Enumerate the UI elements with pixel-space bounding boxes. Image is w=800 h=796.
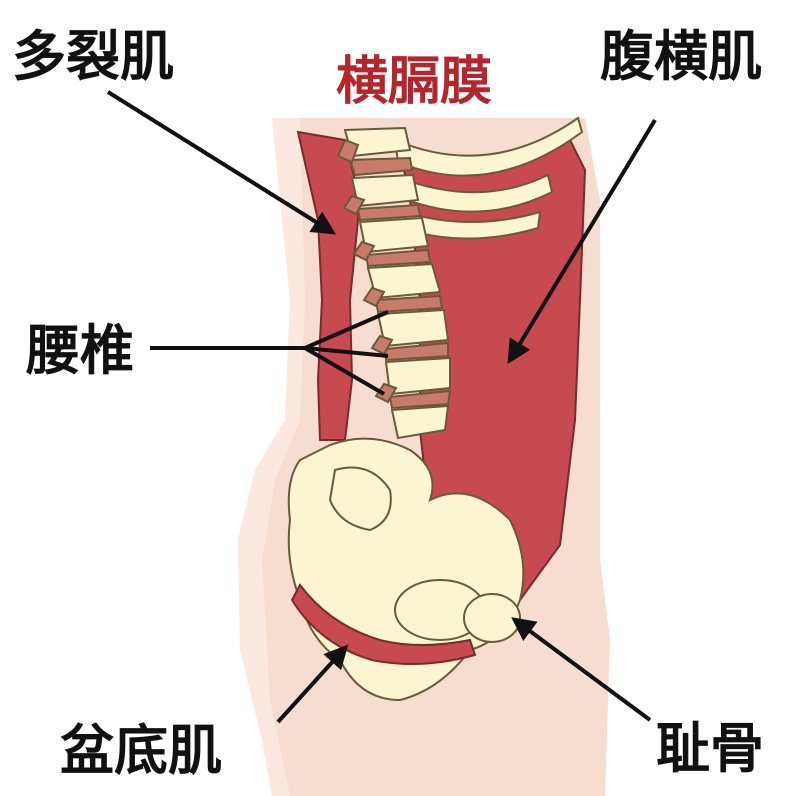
body-highlight [238, 118, 305, 796]
pointer-arrows [106, 90, 657, 724]
label-multifidus: 多裂肌 [12, 25, 174, 88]
label-pelvic-floor: 盆底肌 [60, 719, 222, 782]
lumbar-spine [336, 126, 452, 440]
label-lumbar-vertebrae: 腰椎 [26, 319, 134, 382]
ribs [393, 116, 584, 240]
label-pubic-bone: 耻骨 [656, 717, 764, 780]
label-diaphragm: 横膈膜 [336, 52, 493, 112]
pelvic-floor-muscle [290, 583, 477, 665]
label-transversus-abdominis: 腹横肌 [600, 25, 762, 88]
